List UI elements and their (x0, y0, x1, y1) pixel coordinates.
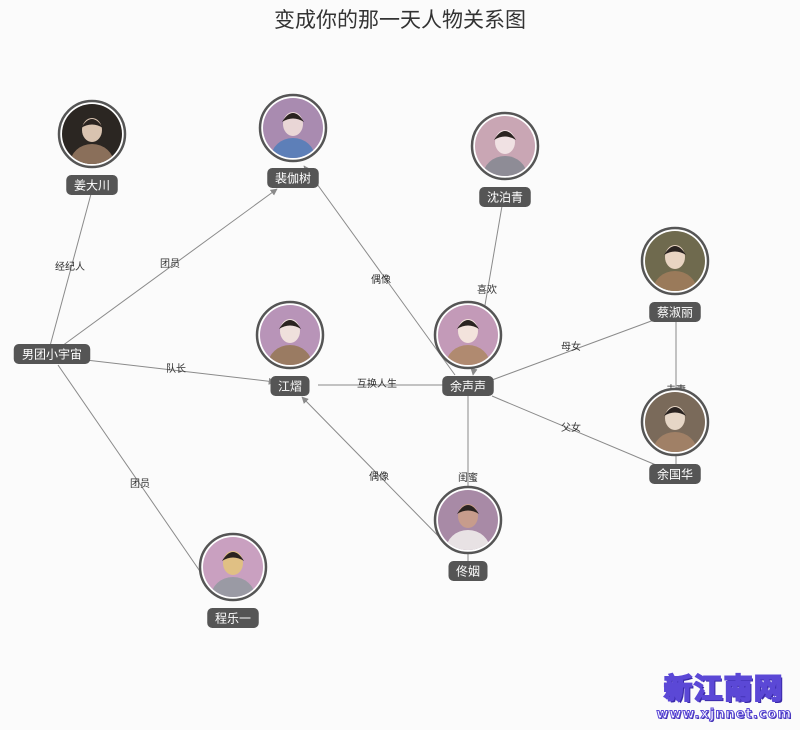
relation-edge-yu_guohua-yu_shengsheng (491, 395, 657, 466)
name-tag: 姜大川 (66, 175, 118, 195)
relation-label: 偶像 (371, 273, 391, 286)
character-node-jiang_dachuan[interactable]: 姜大川 (57, 99, 127, 195)
character-node-yu_guohua[interactable]: 余国华 (640, 387, 710, 484)
character-name: 沈泊青 (487, 190, 523, 205)
relation-label: 队长 (166, 362, 186, 375)
character-node-pei_jiashu[interactable]: 裴伽树 (258, 93, 328, 188)
avatar-portrait (438, 490, 498, 550)
character-name: 程乐一 (215, 611, 251, 626)
watermark-url: www.xjnnet.com (656, 707, 792, 723)
relation-label: 偶像 (369, 470, 389, 483)
character-node-cheng_leyi[interactable]: 程乐一 (198, 532, 268, 628)
character-node-tong_yin[interactable]: 佟姻 (433, 485, 503, 581)
character-name: 男团小宇宙 (22, 347, 82, 362)
character-name: 佟姻 (456, 564, 480, 579)
site-watermark: 新江南网 www.xjnnet.com (656, 667, 792, 723)
character-name: 蔡淑丽 (657, 306, 693, 320)
relation-label: 闺蜜 (458, 471, 478, 484)
relation-edge-cai_shuli-yu_shengsheng (491, 319, 655, 381)
name-tag: 蔡淑丽 (649, 302, 701, 322)
page-title: 变成你的那一天人物关系图 (274, 8, 526, 32)
name-tag: 程乐一 (207, 608, 259, 628)
character-node-boy_group[interactable]: 男团小宇宙 (13, 344, 91, 364)
character-node-shen_boqing[interactable]: 沈泊青 (470, 111, 540, 207)
relation-label: 经纪人 (55, 260, 85, 273)
avatar-portrait (263, 98, 323, 158)
name-tag: 裴伽树 (267, 168, 319, 188)
name-tag: 男团小宇宙 (13, 344, 91, 364)
character-name: 姜大川 (74, 179, 110, 193)
relation-edge-boy_group-jiang_yao (85, 359, 276, 385)
relation-label: 喜欢 (477, 283, 497, 296)
avatar-portrait (438, 305, 498, 365)
name-tag: 佟姻 (448, 561, 488, 581)
avatar-portrait (62, 104, 122, 164)
name-tag: 沈泊青 (479, 187, 531, 207)
avatar-portrait (203, 537, 263, 597)
avatar-portrait (645, 392, 705, 452)
character-node-cai_shuli[interactable]: 蔡淑丽 (640, 226, 710, 322)
avatar-portrait (260, 305, 320, 365)
character-node-yu_shengsheng[interactable]: 余声声 (433, 300, 503, 396)
character-name: 余声声 (450, 379, 486, 394)
relation-label: 父女 (561, 421, 581, 434)
relation-edge-yu_shengsheng-pei_jiashu (303, 165, 456, 376)
relation-label: 母女 (561, 340, 581, 353)
relation-edge-jiang_dachuan-boy_group (49, 193, 92, 347)
name-tag: 余国华 (649, 464, 701, 484)
relation-edge-boy_group-cheng_leyi (57, 364, 218, 597)
name-tag: 江熠 (270, 376, 310, 396)
character-node-jiang_yao[interactable]: 江熠 (255, 300, 325, 396)
relation-label: 互换人生 (357, 377, 397, 390)
character-name: 裴伽树 (275, 171, 311, 186)
character-name: 余国华 (657, 467, 693, 482)
avatar-portrait (645, 231, 705, 291)
relation-edge-boy_group-pei_jiashu (61, 188, 278, 347)
name-tag: 余声声 (442, 376, 494, 396)
relation-label: 团员 (130, 478, 150, 490)
relation-edge-tong_yin-jiang_yao (301, 396, 453, 551)
character-name: 江熠 (278, 379, 302, 394)
relation-label: 团员 (160, 258, 180, 270)
avatar-portrait (475, 116, 535, 176)
watermark-logo-text: 新江南网 (663, 671, 785, 706)
